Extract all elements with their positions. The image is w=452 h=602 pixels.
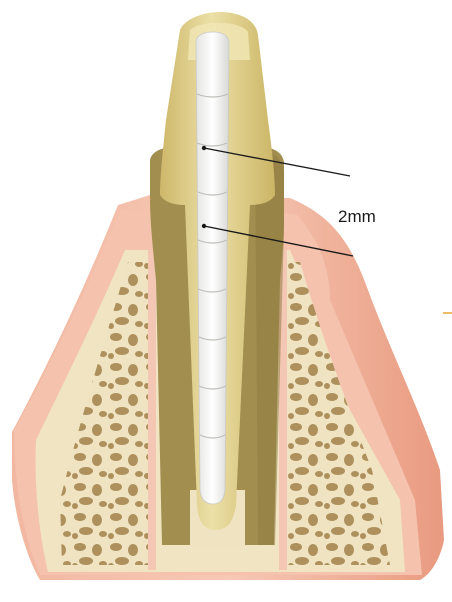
measurement-label: 2mm (338, 207, 376, 226)
post (196, 32, 229, 504)
periodontal-lining-left (148, 250, 156, 570)
measurement-point-lower (202, 224, 206, 228)
measurement-point-upper (202, 146, 206, 150)
